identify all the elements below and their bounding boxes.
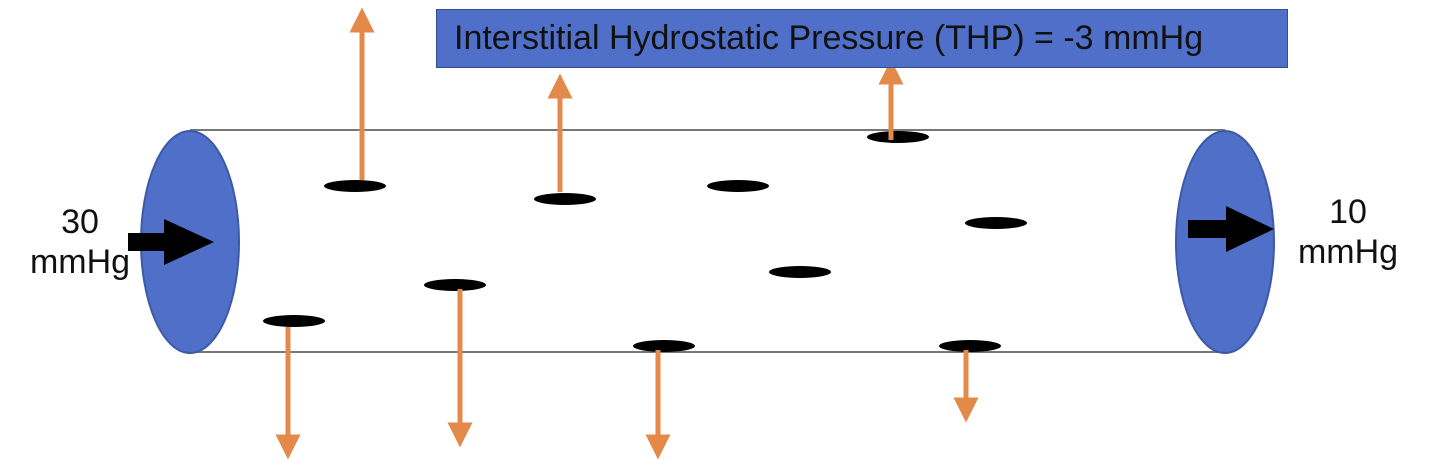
pore [324, 180, 386, 192]
pore [263, 315, 325, 327]
pore [707, 180, 769, 192]
outlet-vessel-end [1175, 130, 1275, 354]
outlet-flow-arrow-icon [1188, 206, 1274, 252]
pore [633, 340, 695, 352]
outlet-pressure-unit: mmHg [1297, 233, 1399, 271]
pore [769, 266, 831, 278]
pore [939, 340, 1001, 352]
pore [965, 217, 1027, 229]
capillary-body [190, 130, 1225, 352]
interstitial-pressure-label: Interstitial Hydrostatic Pressure (THP) … [436, 9, 1288, 68]
pore [424, 279, 486, 291]
pore [867, 131, 929, 143]
inlet-pressure-label: 30 mmHg [24, 202, 136, 282]
outlet-pressure-value: 10 [1329, 193, 1367, 231]
interstitial-pressure-text: Interstitial Hydrostatic Pressure (THP) … [454, 19, 1204, 57]
pore [534, 193, 596, 205]
inlet-flow-arrow-icon [128, 219, 214, 265]
inlet-pressure-unit: mmHg [29, 243, 131, 281]
inlet-pressure-value: 30 [61, 203, 99, 241]
outlet-pressure-label: 10 mmHg [1292, 192, 1404, 272]
